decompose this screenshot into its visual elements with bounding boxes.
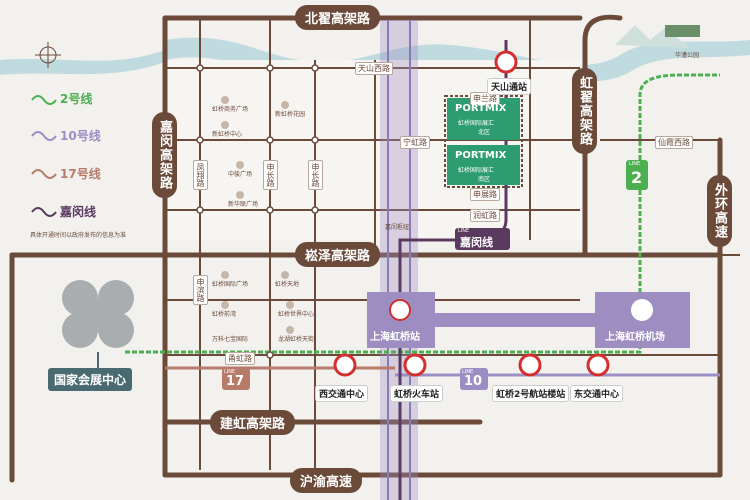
highway-north: 北翟高架路 [295,5,381,30]
metro-station-markers [333,50,653,377]
hub-airport-label: 上海虹桥机场 [605,332,665,343]
metro-line-2 [125,73,720,354]
jiamin-badge-tag: LINE [458,228,470,234]
expo-clover-icon [62,280,134,348]
road-shenchang-1: 申长路 [263,160,278,190]
portmix-outline [444,95,523,188]
park-mountain-icon [615,25,690,48]
road-runhong: 润虹路 [470,209,500,222]
landmark-n6: 嘉闵枢纽 [385,224,410,231]
legend-line17: 17号线 [60,167,101,181]
landmark-n5: 新华联广场 [228,201,259,208]
expo-label: 国家会展中心 [48,368,133,391]
road-fenghuang: 凤翔路 [193,160,208,190]
portmix-south-block [447,145,520,185]
highway-south-elev: 建虹高架路 [210,410,296,435]
park-trees-icon [665,25,700,37]
line17-badge-num: 17 [226,374,245,389]
landmark-pins [221,96,294,334]
portmix-north-block [447,98,520,140]
station-tianshan: 天山通站 [487,78,532,95]
landmark-park: 华漕公园 [675,52,700,59]
portmix-north-zone: 北区 [478,129,491,136]
landmark-n3: 新虹桥花园 [275,111,306,118]
line17-badge-tag: LINE [224,369,236,375]
line2-badge-tag: LINE [629,161,641,167]
line10-badge-box [460,368,488,390]
hub-railway-label: 上海虹桥站 [370,332,420,343]
landmark-s4: 虹桥世界中心 [278,311,315,318]
landmark-n2: 新虹桥中心 [212,131,243,138]
legend-line2: 2号线 [60,92,93,106]
station-east-hub: 东交通中心 [570,385,624,402]
river-west [0,50,165,75]
line10-badge-tag: LINE [462,369,474,375]
portmix-south-brand: PORTMIX [455,150,507,161]
road-shenchang-2: 申长路 [308,160,323,190]
line10-badge-num: 10 [464,374,483,389]
station-west-hub: 西交通中心 [315,385,369,402]
road-xianxia-west: 仙霞西路 [655,136,693,149]
line2-badge-num: 2 [631,168,643,187]
landmark-n4: 中骏广场 [228,171,253,178]
landmark-s5: 龙湖虹桥天街 [278,336,315,343]
jiamin-badge-name: 嘉闵线 [460,236,493,249]
highway-east-outer: 外环高速 [707,175,732,247]
highway-west: 嘉闵高架路 [152,112,177,198]
road-shenbin: 申滨路 [193,275,208,305]
landmark-s2: 虹桥天地 [275,281,300,288]
line2-badge-box [626,160,648,190]
portmix-north-brand: PORTMIX [455,103,507,114]
line17-badge-box [222,368,250,390]
portmix-south-name: 虹桥国际展汇 [458,167,495,174]
legend-line10: 10号线 [60,129,101,143]
highway-south: 沪渝高速 [290,468,363,493]
road-ningkuo: 宁虹路 [400,136,430,149]
intersection-dots [196,64,319,359]
road-shenzhan: 申展路 [470,188,500,201]
legend-icons [31,95,57,217]
road-tianshan-west: 天山西路 [355,62,393,75]
road-shenlan: 申兰路 [470,92,500,105]
landmark-s3: 虹桥前湾 [212,311,237,318]
landmark-n1: 虹桥商务广场 [212,106,249,113]
jiamin-badge-box [455,228,510,250]
landmark-s6: 万科七宝国际 [212,336,249,343]
station-terminal2: 虹桥2号航站楼站 [492,385,570,402]
portmix-south-zone: 南区 [478,176,491,183]
legend-jiamin: 嘉闵线 [60,205,97,219]
highway-east-inner: 虹翟高架路 [572,68,597,154]
station-hongqiao-railway: 虹桥火车站 [390,385,444,402]
highway-middle: 崧泽高架路 [295,242,381,267]
road-nanhong: 甬虹路 [225,352,255,365]
portmix-north-name: 虹桥国际展汇 [458,120,495,127]
landmark-s1: 虹桥国际广场 [212,281,249,288]
compass-icon [35,42,61,68]
legend-note: 具体开通时间以政府发布的信息为准 [30,232,127,239]
